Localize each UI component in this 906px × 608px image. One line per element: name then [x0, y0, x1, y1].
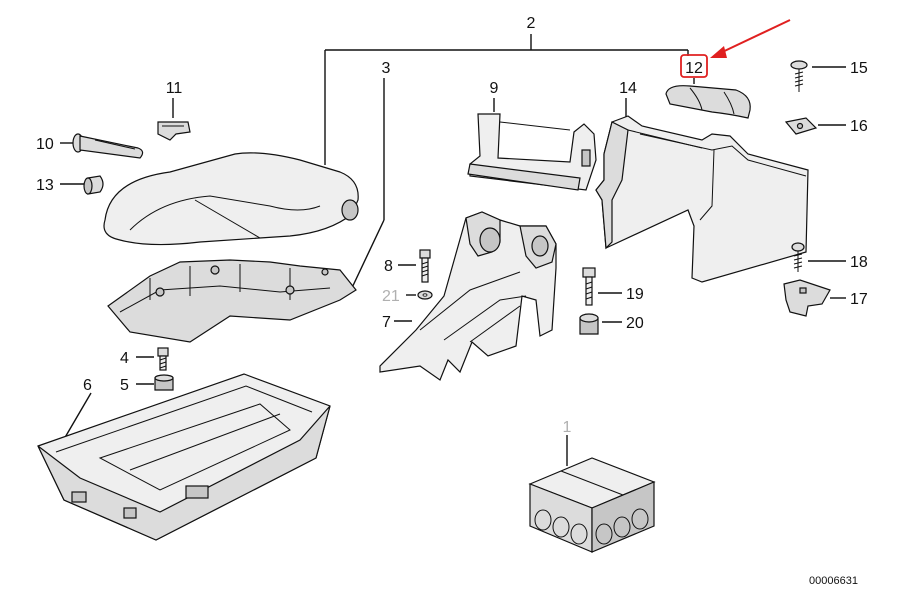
part-16-clip — [784, 117, 846, 135]
label-9: 9 — [490, 80, 499, 97]
label-18: 18 — [850, 254, 868, 271]
label-17: 17 — [850, 291, 868, 308]
highlight-box-12 — [680, 54, 708, 78]
label-1: 1 — [563, 419, 572, 436]
label-10: 10 — [36, 136, 54, 153]
part-3-base-plate — [107, 259, 357, 343]
label-4: 4 — [120, 350, 129, 367]
label-15: 15 — [850, 60, 868, 77]
part-1-kit-box — [528, 435, 656, 553]
label-12: 12 — [685, 60, 703, 77]
label-20: 20 — [626, 315, 644, 332]
callout-labels: 2 3 9 14 11 10 13 15 16 18 17 8 21 7 19 … — [36, 15, 868, 436]
part-armrest-pad — [103, 152, 359, 246]
label-14: 14 — [619, 80, 637, 97]
part-4-screw — [136, 347, 169, 371]
part-20-sleeve — [579, 313, 622, 335]
label-16: 16 — [850, 118, 868, 135]
label-13: 13 — [36, 177, 54, 194]
part-9-hinge-cover — [467, 98, 597, 191]
part-21-washer — [406, 290, 433, 300]
box-foam-cells — [534, 508, 649, 545]
part-7-support-bracket — [379, 211, 557, 381]
part-12-cap — [665, 78, 751, 119]
label-21: 21 — [382, 288, 400, 305]
part-18-screw — [791, 242, 846, 272]
part-11-clip — [157, 98, 191, 141]
diagram-code: 00006631 — [809, 575, 858, 587]
part-15-screw — [790, 60, 846, 92]
part-6-tray — [37, 373, 331, 541]
label-2: 2 — [527, 15, 536, 32]
part-10-pin — [60, 133, 144, 159]
label-7: 7 — [382, 314, 391, 331]
red-arrow-icon — [710, 19, 791, 58]
leader-3b — [349, 219, 385, 293]
label-5: 5 — [120, 377, 129, 394]
part-19-bolt — [582, 267, 622, 306]
part-13-bushing — [60, 175, 104, 195]
part-14-side-panel — [595, 98, 809, 283]
group-bracket-2 — [324, 34, 689, 165]
label-3: 3 — [382, 60, 391, 77]
part-8-bolt — [398, 249, 431, 283]
part-17-bracket — [783, 279, 846, 317]
label-11: 11 — [166, 80, 183, 97]
label-19: 19 — [626, 286, 644, 303]
part-5-nut — [136, 374, 174, 391]
label-6: 6 — [83, 377, 92, 394]
label-8: 8 — [384, 258, 393, 275]
